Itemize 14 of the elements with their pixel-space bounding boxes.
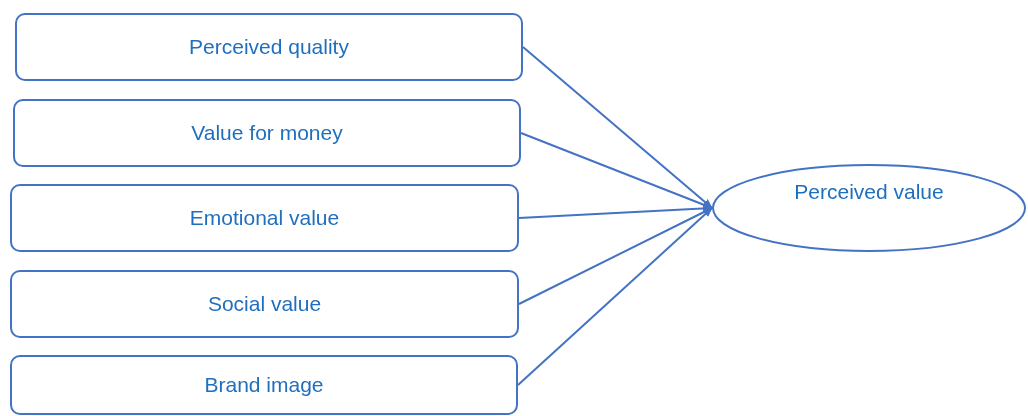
node-label: Emotional value [189, 206, 340, 230]
process-box [10, 270, 519, 338]
node-label: Social value [207, 292, 322, 316]
process-box [10, 184, 519, 252]
process-box [13, 99, 521, 167]
arrow [522, 46, 713, 209]
node-label: Perceived value [794, 180, 944, 204]
node-label: Brand image [204, 373, 324, 397]
node-label: Value for money [191, 121, 343, 145]
node-label: Perceived quality [189, 35, 349, 59]
process-box [15, 13, 523, 81]
ellipse-node [712, 164, 1026, 252]
arrow [517, 207, 713, 386]
process-box [10, 355, 518, 415]
